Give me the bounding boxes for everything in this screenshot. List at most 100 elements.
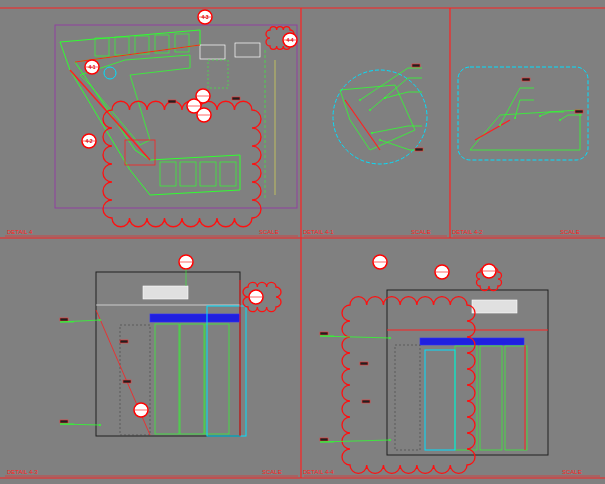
cad-rect bbox=[200, 45, 225, 59]
cad-rect bbox=[360, 362, 368, 365]
detail-title: DETAIL 4-4 bbox=[303, 469, 334, 476]
cad-rect bbox=[96, 272, 240, 436]
cad-rect bbox=[150, 314, 240, 322]
cad-rect bbox=[168, 100, 176, 103]
leader-dot bbox=[389, 337, 391, 339]
cad-line bbox=[320, 440, 390, 442]
cad-line bbox=[186, 269, 187, 286]
cad-line bbox=[525, 345, 526, 450]
cad-line bbox=[550, 112, 564, 113]
cad-line bbox=[483, 271, 495, 272]
leader-dot bbox=[359, 99, 361, 101]
cad-rect bbox=[200, 162, 216, 186]
leader-dot bbox=[559, 119, 561, 121]
cad-rect bbox=[425, 350, 455, 450]
cad-line bbox=[275, 60, 276, 195]
cad-rect bbox=[320, 438, 328, 441]
cad-rect bbox=[95, 38, 109, 56]
cad-line bbox=[515, 100, 520, 118]
cad-line bbox=[408, 68, 422, 69]
detail-title: SCALE bbox=[562, 469, 582, 476]
cad-line bbox=[5, 476, 298, 477]
cad-line bbox=[380, 140, 410, 150]
callout-bubble bbox=[198, 10, 212, 24]
detail-title: DETAIL 4-1 bbox=[303, 229, 334, 236]
callout-bubble bbox=[283, 33, 297, 47]
cad-rect bbox=[180, 324, 204, 434]
revision-cloud bbox=[103, 101, 261, 227]
cad-rect bbox=[160, 162, 176, 186]
cad-line bbox=[453, 236, 600, 237]
cad-line bbox=[320, 336, 334, 337]
cad-line bbox=[60, 424, 100, 425]
revision-cloud bbox=[342, 297, 475, 474]
cad-rect bbox=[155, 324, 179, 434]
cad-line bbox=[188, 106, 200, 107]
cad-line bbox=[345, 100, 380, 150]
cad-rect bbox=[220, 162, 236, 186]
cad-line bbox=[520, 100, 534, 101]
cad-line bbox=[560, 115, 568, 120]
callout-number: 4-1 bbox=[88, 64, 95, 70]
cad-line bbox=[304, 236, 447, 237]
cad-rect bbox=[205, 324, 229, 434]
callout-bubble bbox=[373, 255, 387, 269]
cad-line bbox=[374, 262, 386, 263]
cad-rect bbox=[235, 43, 260, 57]
detail-title: SCALE bbox=[262, 469, 282, 476]
callout-bubble bbox=[435, 265, 449, 279]
cad-line bbox=[197, 96, 209, 97]
leader-dot bbox=[369, 109, 371, 111]
cad-line bbox=[265, 50, 266, 200]
cad-line bbox=[60, 320, 100, 322]
cad-line bbox=[75, 45, 200, 62]
cad-line bbox=[60, 322, 74, 323]
leader-dot bbox=[499, 124, 501, 126]
callout-bubble bbox=[197, 108, 211, 122]
cad-line bbox=[436, 272, 448, 273]
cad-line bbox=[300, 8, 301, 478]
cad-rect bbox=[412, 64, 420, 67]
cad-line bbox=[60, 424, 74, 425]
cad-rect bbox=[120, 325, 150, 435]
callout-bubble bbox=[482, 264, 496, 278]
cad-rect bbox=[387, 290, 548, 455]
cad-line bbox=[500, 88, 520, 125]
cad-rect bbox=[472, 300, 517, 313]
callout-bubble bbox=[85, 60, 99, 74]
cad-rect bbox=[320, 332, 328, 335]
cad-line bbox=[540, 112, 550, 116]
detail-title: DETAIL 4 bbox=[7, 229, 32, 236]
cad-rect bbox=[232, 97, 240, 100]
cad-line bbox=[304, 476, 600, 477]
revision-cloud bbox=[243, 282, 281, 311]
cad-rect bbox=[458, 67, 588, 160]
detail-title: SCALE bbox=[411, 229, 431, 236]
cad-rect bbox=[180, 162, 196, 186]
plan-fragment bbox=[470, 110, 580, 150]
cad-rect bbox=[480, 346, 502, 450]
callout-bubble bbox=[179, 255, 193, 269]
callout-number: 4-2 bbox=[85, 138, 92, 144]
cad-line bbox=[520, 88, 534, 89]
cad-line bbox=[387, 330, 548, 331]
cad-line bbox=[449, 8, 450, 238]
cad-line bbox=[372, 126, 408, 133]
cad-rect bbox=[115, 37, 129, 55]
cad-line bbox=[475, 120, 510, 140]
cad-rect bbox=[60, 318, 68, 321]
leader-dot bbox=[384, 97, 386, 99]
leader-dot bbox=[371, 132, 373, 134]
plan-fragment bbox=[340, 85, 415, 150]
cad-rect bbox=[143, 286, 188, 299]
cad-rect bbox=[208, 60, 228, 88]
cad-line bbox=[250, 297, 262, 298]
cad-line bbox=[568, 115, 582, 116]
cad-line bbox=[135, 410, 147, 411]
detail-title: DETAIL 4-2 bbox=[452, 229, 483, 236]
detail-circle bbox=[104, 67, 116, 79]
cad-line bbox=[240, 280, 241, 436]
leader-dot bbox=[389, 439, 391, 441]
